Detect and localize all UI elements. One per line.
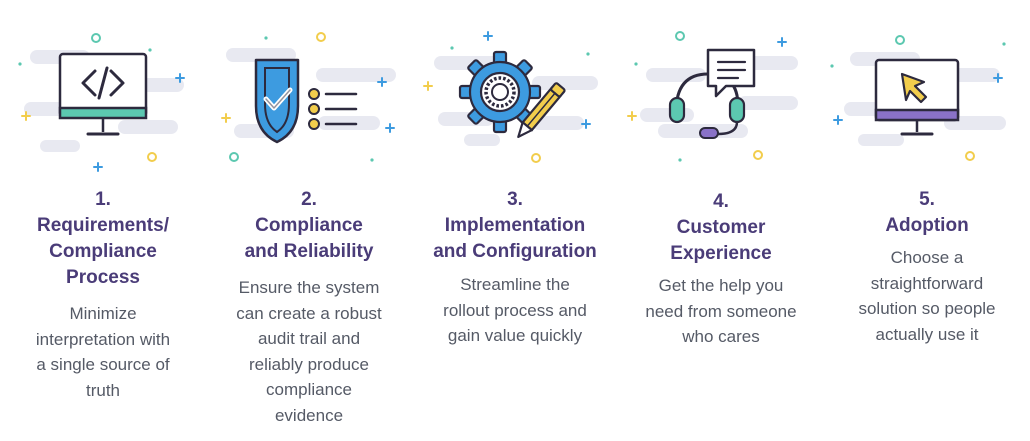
- cursor-monitor-icon: [830, 35, 1006, 161]
- step-3-desc-line: Streamline the: [460, 275, 570, 294]
- step-4-desc-line: need from someone: [645, 301, 797, 321]
- step-1-desc-line: Minimize: [69, 304, 137, 323]
- step-1-title-line: Process: [66, 267, 140, 288]
- step-2-title: 2. Compliance and Reliability: [206, 187, 412, 265]
- step-2-desc-line: audit trail and: [257, 329, 361, 348]
- step-1-illustration: [0, 20, 206, 180]
- shield-check-icon: [221, 32, 396, 162]
- step-2-desc-line: Ensure the system: [238, 278, 380, 297]
- step-5-title-line: Adoption: [885, 215, 969, 236]
- step-2-title-line: Compliance: [255, 215, 363, 236]
- step-2-desc-line: compliance: [266, 380, 352, 399]
- step-4-desc-line: Get the help you: [658, 276, 784, 295]
- step-2-desc-line: reliably produce: [248, 354, 369, 374]
- step-5-desc-line: actually use it: [875, 324, 979, 344]
- step-1-description: Minimize interpretation with a single so…: [8, 301, 198, 403]
- step-4-description: Get the help you need from someone who c…: [626, 273, 816, 350]
- step-1-title-line: Requirements/: [37, 215, 169, 236]
- step-4: 4. Customer Experience Get the help you …: [618, 0, 824, 441]
- gear-pencil-icon: [423, 31, 598, 163]
- step-2-description: Ensure the system can create a robust au…: [214, 275, 404, 428]
- step-1-number: 1.: [95, 189, 111, 210]
- step-5-desc-line: straightforward: [870, 273, 984, 293]
- step-3-title-line: and Configuration: [433, 241, 597, 262]
- step-1-desc-line: interpretation with: [35, 329, 171, 349]
- step-2-desc-line: can create a robust: [236, 303, 382, 323]
- step-3-desc-line: rollout process and: [443, 300, 587, 320]
- step-1-title-line: Compliance: [49, 241, 157, 262]
- step-3-title: 3. Implementation and Configuration: [412, 187, 618, 265]
- step-4-number: 4.: [713, 191, 729, 212]
- step-4-desc-line: who cares: [682, 327, 760, 346]
- step-3-illustration: [412, 20, 618, 180]
- headset-chat-icon: [627, 31, 798, 162]
- step-2-desc-line: evidence: [274, 405, 344, 425]
- step-3-description: Streamline the rollout process and gain …: [420, 272, 610, 349]
- step-4-title-line: Experience: [670, 243, 772, 264]
- step-5-title: 5. Adoption: [824, 187, 1030, 239]
- step-5-description: Choose a straightforward solution so peo…: [832, 245, 1022, 347]
- step-5: 5. Adoption Choose a straightforward sol…: [824, 0, 1030, 441]
- step-1-desc-line: truth: [85, 380, 121, 400]
- step-5-illustration: [824, 20, 1030, 180]
- step-3: 3. Implementation and Configuration Stre…: [412, 0, 618, 441]
- step-5-desc-line: Choose a: [890, 248, 964, 267]
- step-2-number: 2.: [301, 189, 317, 210]
- step-3-desc-line: gain value quickly: [447, 326, 583, 345]
- step-1: 1. Requirements/ Compliance Process Mini…: [0, 0, 206, 441]
- step-2-title-line: and Reliability: [244, 241, 374, 262]
- step-3-number: 3.: [507, 189, 523, 210]
- step-4-illustration: [618, 20, 824, 180]
- step-1-title: 1. Requirements/ Compliance Process: [0, 187, 206, 291]
- step-4-title: 4. Customer Experience: [618, 189, 824, 267]
- step-5-number: 5.: [919, 189, 935, 210]
- step-1-desc-line: a single source of: [36, 355, 170, 374]
- code-monitor-icon: [18, 33, 185, 172]
- step-3-title-line: Implementation: [444, 215, 586, 236]
- step-4-title-line: Customer: [676, 217, 766, 238]
- step-5-desc-line: solution so people: [858, 299, 996, 318]
- step-2-illustration: [206, 20, 412, 180]
- step-2: 2. Compliance and Reliability Ensure the…: [206, 0, 412, 441]
